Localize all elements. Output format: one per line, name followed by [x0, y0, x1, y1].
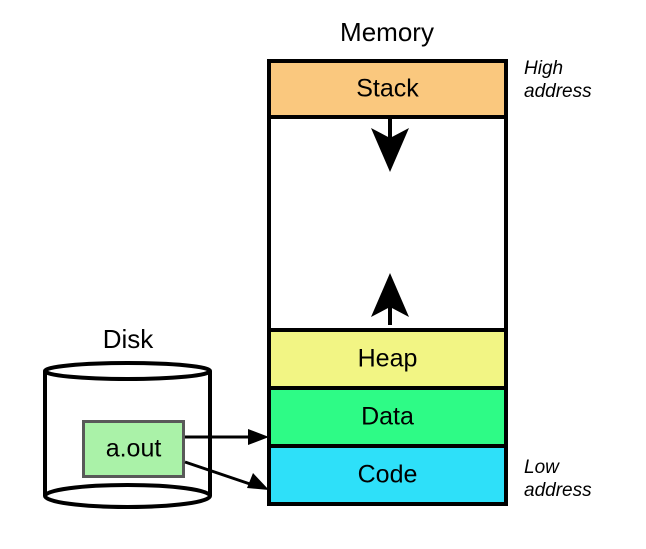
memory-segment-data: Data	[271, 390, 504, 448]
aout-file-box: a.out	[82, 420, 185, 478]
memory-segment-stack: Stack	[271, 63, 504, 119]
memory-segment-code-label: Code	[357, 460, 418, 489]
memory-segment-free-space	[271, 119, 504, 332]
disk-top-ellipse	[43, 361, 212, 381]
disk-title: Disk	[102, 324, 154, 354]
memory-title: Memory	[340, 17, 434, 47]
aout-to-code-arrow	[184, 460, 269, 490]
memory-segment-data-label: Data	[361, 402, 414, 431]
aout-to-data-arrow	[185, 429, 269, 445]
memory-segment-code: Code	[271, 448, 504, 502]
low-address-label: Low address	[524, 457, 592, 501]
memory-segment-heap: Heap	[271, 332, 504, 390]
memory-segment-stack-label: Stack	[356, 74, 419, 103]
memory-column: Stack Heap Data Code	[267, 59, 508, 506]
aout-file-label: a.out	[105, 434, 162, 463]
disk-bottom-ellipse	[43, 483, 212, 509]
memory-segment-heap-label: Heap	[357, 344, 418, 373]
high-address-label: High address	[524, 58, 592, 102]
